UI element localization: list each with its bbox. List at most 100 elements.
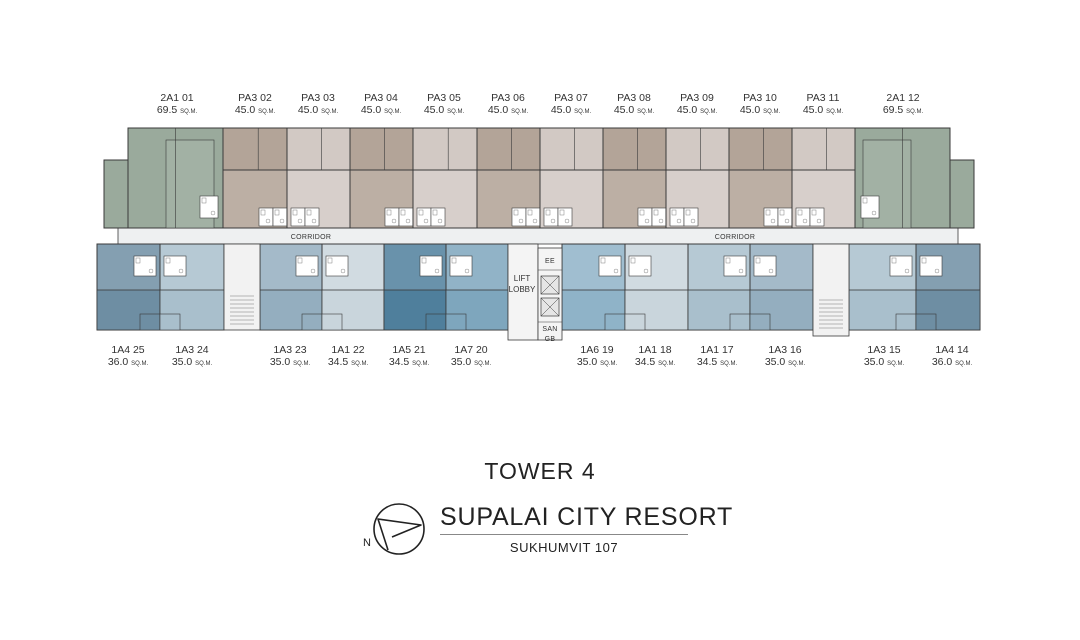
area-unit: SQ.M. (258, 109, 275, 115)
lift-label: LIFT (514, 274, 531, 283)
unit-bottom-18[interactable] (624, 243, 689, 331)
unit-code: 1A1 22 (331, 344, 364, 356)
unit-area: 34.5 SQ.M. (328, 356, 369, 368)
unit-bottom-23[interactable] (259, 243, 323, 331)
unit-area: 35.0 SQ.M. (172, 356, 213, 368)
unit-code: 1A3 24 (175, 344, 208, 356)
area-unit: SQ.M. (788, 361, 805, 367)
unit-code: PA3 06 (491, 92, 525, 104)
project-divider (440, 534, 688, 535)
corridor (117, 227, 959, 245)
unit-code: 2A1 12 (886, 92, 919, 104)
unit-top-01[interactable] (127, 127, 224, 229)
bottom-units (96, 243, 981, 331)
area-unit: SQ.M. (763, 109, 780, 115)
corridor-label-left: CORRIDOR (291, 234, 332, 241)
unit-top-04[interactable] (349, 127, 414, 229)
unit-area: 45.0 SQ.M. (551, 104, 592, 116)
unit-area: 35.0 SQ.M. (270, 356, 311, 368)
unit-area: 45.0 SQ.M. (361, 104, 402, 116)
unit-bottom-15[interactable] (848, 243, 917, 331)
unit-area: 45.0 SQ.M. (614, 104, 655, 116)
unit-top-07[interactable] (539, 127, 604, 229)
unit-code: 1A4 25 (111, 344, 144, 356)
unit-area: 69.5 SQ.M. (157, 104, 198, 116)
unit-code: PA3 07 (554, 92, 588, 104)
area-unit: SQ.M. (412, 361, 429, 367)
area-unit: SQ.M. (447, 109, 464, 115)
unit-area: 35.0 SQ.M. (765, 356, 806, 368)
unit-top-11[interactable] (791, 127, 856, 229)
area-unit: SQ.M. (195, 361, 212, 367)
san-room-label: SAN (542, 326, 557, 333)
area-unit: SQ.M. (351, 361, 368, 367)
area-unit: SQ.M. (511, 109, 528, 115)
unit-top-09[interactable] (665, 127, 730, 229)
area-unit: SQ.M. (384, 109, 401, 115)
unit-top-03[interactable] (286, 127, 351, 229)
unit-area: 36.0 SQ.M. (932, 356, 973, 368)
unit-area: 45.0 SQ.M. (235, 104, 276, 116)
unit-bottom-16[interactable] (749, 243, 814, 331)
unit-top-06[interactable] (476, 127, 541, 229)
area-unit: SQ.M. (906, 109, 923, 115)
unit-code: PA3 10 (743, 92, 777, 104)
building-plan: CORRIDOR CORRIDOR LIFT LOBBY EE (96, 127, 981, 343)
unit-bottom-25[interactable] (96, 243, 161, 331)
unit-top-02[interactable] (222, 127, 288, 229)
lobby-label: LOBBY (509, 285, 536, 294)
unit-code: PA3 04 (364, 92, 398, 104)
unit-code: 1A3 23 (273, 344, 306, 356)
area-unit: SQ.M. (574, 109, 591, 115)
unit-top-10[interactable] (728, 127, 793, 229)
unit-bottom-21[interactable] (383, 243, 447, 331)
unit-area: 35.0 SQ.M. (451, 356, 492, 368)
unit-bottom-20[interactable] (445, 243, 509, 331)
area-unit: SQ.M. (293, 361, 310, 367)
unit-code: PA3 09 (680, 92, 714, 104)
unit-bottom-24[interactable] (159, 243, 225, 331)
unit-code: 1A1 18 (638, 344, 671, 356)
unit-bottom-22[interactable] (321, 243, 385, 331)
unit-area: 45.0 SQ.M. (424, 104, 465, 116)
unit-code: 2A1 01 (160, 92, 193, 104)
unit-bottom-19[interactable] (561, 243, 626, 331)
lift-lobby-core: LIFT LOBBY EE SAN GB (507, 243, 563, 343)
unit-top-08[interactable] (602, 127, 667, 229)
area-unit: SQ.M. (887, 361, 904, 367)
unit-bottom-14[interactable] (915, 243, 981, 331)
unit-code: PA3 08 (617, 92, 651, 104)
unit-bottom-17[interactable] (687, 243, 751, 331)
unit-code: PA3 02 (238, 92, 272, 104)
tower-title: TOWER 4 (484, 458, 596, 484)
unit-code: PA3 11 (807, 92, 840, 104)
area-unit: SQ.M. (131, 361, 148, 367)
unit-area: 35.0 SQ.M. (577, 356, 618, 368)
area-unit: SQ.M. (600, 361, 617, 367)
area-unit: SQ.M. (637, 109, 654, 115)
area-unit: SQ.M. (180, 109, 197, 115)
unit-top-05[interactable] (412, 127, 478, 229)
unit-code: 1A1 17 (700, 344, 733, 356)
unit-top-12[interactable] (854, 127, 951, 229)
unit-code: 1A5 21 (392, 344, 425, 356)
unit-code: 1A6 19 (580, 344, 613, 356)
unit-area: 45.0 SQ.M. (298, 104, 339, 116)
project-name: SUPALAI CITY RESORT (440, 503, 734, 531)
